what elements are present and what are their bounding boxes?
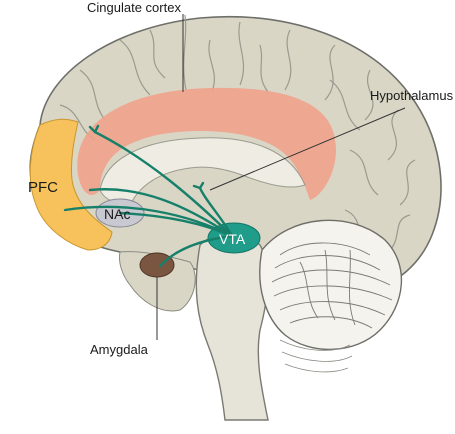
prefrontal-cortex <box>29 118 113 251</box>
pathway-to-hypothalamus <box>198 186 234 238</box>
pfc-label: PFC <box>28 179 58 196</box>
leader-lines <box>156 14 406 340</box>
cingulate-cortex <box>77 87 336 200</box>
pons-lines <box>279 339 353 373</box>
vta-label: VTA <box>219 231 246 247</box>
amygdala-label: Amygdala <box>90 342 149 357</box>
pathway-to-cingulate <box>93 130 234 238</box>
hypothalamus-leader <box>209 107 406 191</box>
hypothalamus-label: Hypothalamus <box>370 88 454 103</box>
brainstem <box>195 233 269 421</box>
pathway-to-nac <box>118 211 234 238</box>
pathway-to-amygdala <box>158 234 234 268</box>
dopamine-pathways <box>63 124 234 268</box>
cerebellum <box>259 219 403 351</box>
nac-label: NAc <box>104 206 130 222</box>
cingulate-cortex-label: Cingulate cortex <box>87 0 181 15</box>
